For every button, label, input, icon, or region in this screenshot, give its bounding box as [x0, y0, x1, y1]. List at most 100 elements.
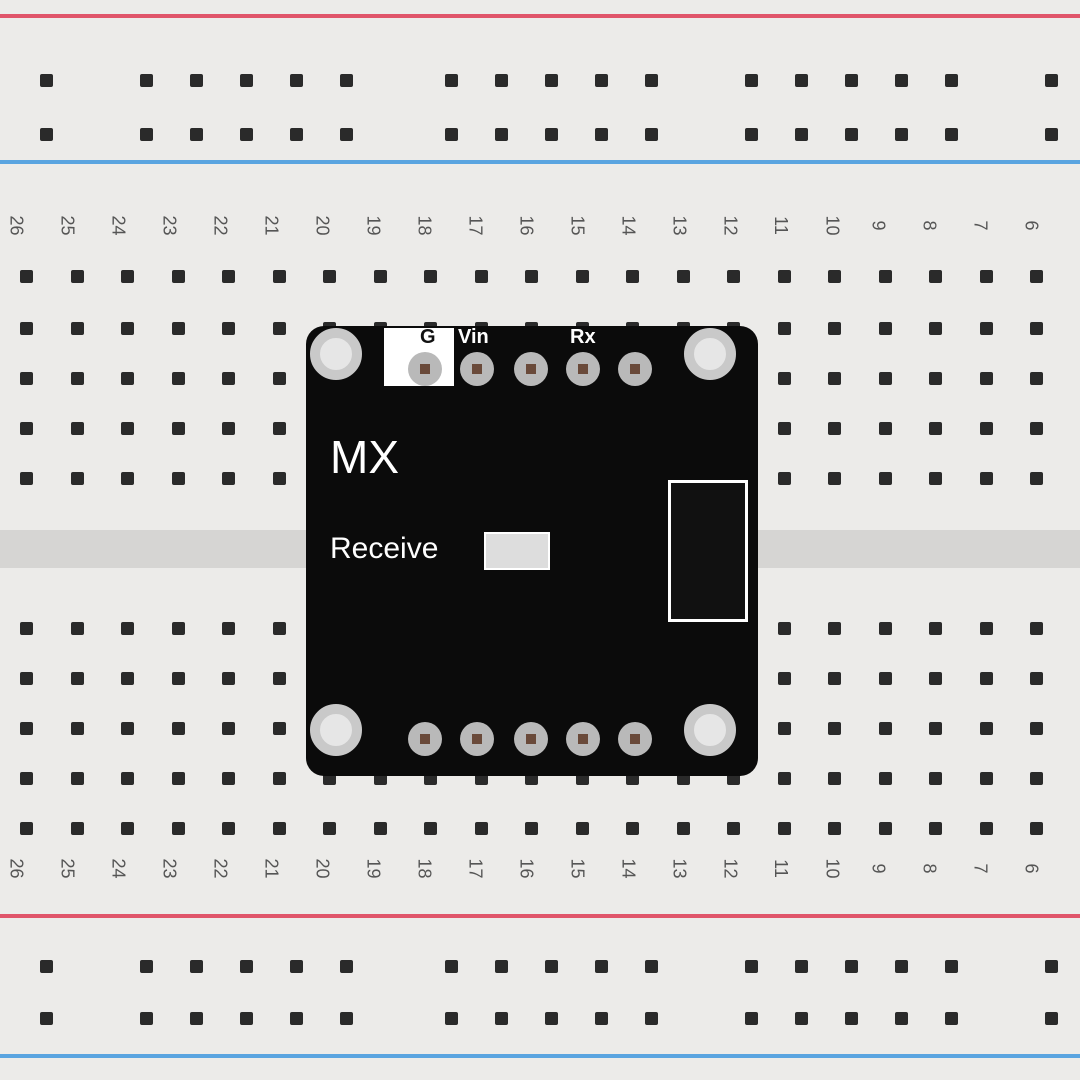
- rail-hole: [140, 128, 153, 141]
- hole: [676, 270, 690, 283]
- hole: [878, 270, 892, 283]
- rail-hole: [745, 74, 758, 87]
- ir-receiver: [668, 480, 748, 622]
- hole: [171, 472, 185, 485]
- hole: [171, 672, 185, 685]
- rail-hole: [40, 960, 53, 973]
- column-number: 6: [1021, 220, 1042, 231]
- hole: [777, 372, 791, 385]
- header-pin: [408, 722, 442, 756]
- hole: [121, 270, 134, 283]
- column-number: 23: [159, 858, 180, 879]
- hole: [1030, 822, 1043, 835]
- hole: [1030, 322, 1043, 335]
- column-number: 8: [919, 220, 940, 231]
- hole: [929, 622, 942, 635]
- column-number: 13: [669, 858, 690, 879]
- hole: [929, 822, 942, 835]
- hole: [979, 422, 993, 435]
- rail-hole: [140, 74, 153, 87]
- rail-hole: [795, 128, 808, 141]
- column-number: 8: [919, 863, 940, 874]
- hole: [20, 722, 33, 735]
- mount-hole-bl: [310, 704, 362, 756]
- header-pin: [514, 722, 548, 756]
- column-number: 19: [363, 215, 384, 236]
- column-number: 21: [261, 858, 282, 879]
- hole: [272, 622, 286, 635]
- hole: [272, 772, 286, 785]
- column-number: 6: [1021, 863, 1042, 874]
- rail-hole: [445, 1012, 458, 1025]
- hole: [777, 772, 791, 785]
- rail-hole: [745, 128, 758, 141]
- column-number: 12: [720, 215, 741, 236]
- header-pin: [566, 722, 600, 756]
- hole: [878, 322, 892, 335]
- rail-hole: [290, 960, 303, 973]
- rail-hole: [945, 74, 958, 87]
- hole: [70, 422, 84, 435]
- hole: [121, 822, 134, 835]
- logo: MX: [330, 431, 399, 483]
- rail-hole: [645, 960, 658, 973]
- hole: [828, 422, 841, 435]
- column-number: 7: [970, 220, 991, 231]
- hole: [777, 322, 791, 335]
- hole: [626, 822, 639, 835]
- rail-hole: [595, 960, 608, 973]
- hole: [20, 322, 33, 335]
- column-number: 24: [108, 215, 129, 236]
- hole: [777, 422, 791, 435]
- rail-hole: [645, 128, 658, 141]
- rail-hole: [795, 1012, 808, 1025]
- rail-hole: [1045, 1012, 1058, 1025]
- column-number: 22: [210, 858, 231, 879]
- hole: [272, 322, 286, 335]
- hole: [70, 270, 84, 283]
- hole: [929, 322, 942, 335]
- rail-hole: [495, 128, 508, 141]
- rail-hole: [545, 128, 558, 141]
- hole: [979, 622, 993, 635]
- hole: [20, 270, 33, 283]
- column-number: 11: [770, 216, 791, 235]
- rail-hole: [190, 1012, 203, 1025]
- hole: [828, 772, 841, 785]
- column-number: 9: [868, 220, 889, 231]
- rail-hole: [945, 960, 958, 973]
- hole: [878, 472, 892, 485]
- rail-hole: [595, 1012, 608, 1025]
- column-number: 18: [414, 215, 435, 236]
- hole: [828, 822, 841, 835]
- hole: [979, 270, 993, 283]
- hole: [222, 772, 235, 785]
- hole: [222, 822, 235, 835]
- hole: [979, 472, 993, 485]
- rail-hole: [1045, 74, 1058, 87]
- hole: [626, 270, 639, 283]
- hole: [979, 322, 993, 335]
- column-number: 16: [516, 858, 537, 879]
- rail-hole: [495, 960, 508, 973]
- rail-hole: [845, 128, 858, 141]
- hole: [20, 422, 33, 435]
- hole: [171, 422, 185, 435]
- hole: [171, 772, 185, 785]
- hole: [20, 472, 33, 485]
- hole: [171, 322, 185, 335]
- hole: [424, 822, 437, 835]
- mount-hole-tl: [310, 328, 362, 380]
- rail-hole: [40, 74, 53, 87]
- hole: [171, 822, 185, 835]
- hole: [20, 672, 33, 685]
- header-pin: [460, 352, 494, 386]
- hole: [828, 622, 841, 635]
- header-pin: [566, 352, 600, 386]
- pin-label-vin: Vin: [458, 326, 489, 348]
- rail-hole: [945, 128, 958, 141]
- hole: [929, 672, 942, 685]
- bottom-blue-rail: [0, 1054, 1080, 1058]
- rail-hole: [745, 1012, 758, 1025]
- rail-hole: [595, 74, 608, 87]
